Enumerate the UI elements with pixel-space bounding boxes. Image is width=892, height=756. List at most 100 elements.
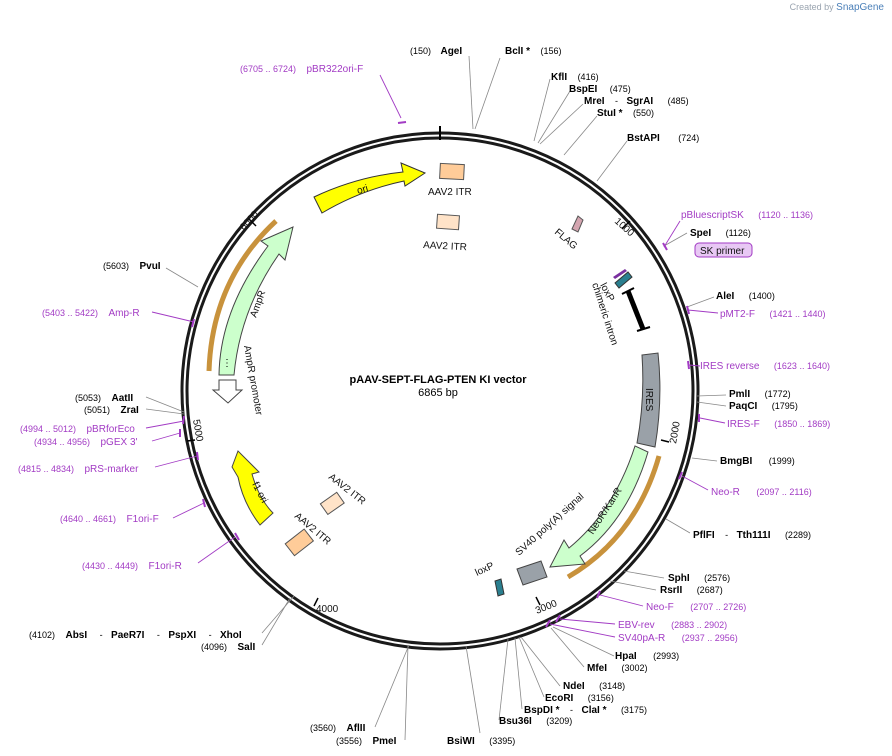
chimeric-intron-feature	[625, 290, 646, 330]
tick-mark-3000	[535, 596, 541, 606]
pmark-f1orif	[202, 498, 206, 508]
enz-bspdi: BspDI * - ClaI * (3175)	[524, 700, 647, 717]
leader-bspei	[537, 90, 571, 144]
enz-aatii: (5053) AatII	[75, 388, 133, 405]
enz-alei-pos: (1400)	[749, 291, 775, 301]
enz-pflfi-sep: -	[725, 530, 728, 540]
enz-rsrii-pos: (2687)	[697, 585, 723, 595]
primer-pmt2-pos: (1421 .. 1440)	[769, 309, 825, 319]
enz-absi-name: AbsI	[65, 630, 87, 641]
ampr-outline	[206, 219, 278, 372]
leader-mrei	[539, 103, 584, 145]
plasmid-length: 6865 bp	[418, 387, 458, 399]
leader-bstapi	[596, 140, 628, 182]
enz-sali-name: SalI	[237, 642, 255, 653]
ampr-feature	[218, 226, 294, 376]
tick-label-4000: 4000	[316, 604, 339, 615]
enz-bcli-pos: (156)	[540, 46, 561, 56]
enz-pmei: (3556) PmeI	[336, 731, 397, 748]
enz-absi-pos: (4102)	[29, 630, 55, 640]
intron-cap-top	[621, 287, 635, 295]
enz-zrai: (5051) ZraI	[84, 400, 139, 417]
primer-pbluescriptsk-name: pBluescriptSK	[681, 210, 744, 221]
enz-absi-name3: PspXI	[168, 630, 196, 641]
pleader-pgex3	[151, 432, 181, 442]
enz-aflii: (3560) AflII	[310, 718, 366, 735]
primer-neof-pos: (2707 .. 2726)	[690, 602, 746, 612]
primer-prsmarker: (4815 .. 4834) pRS-marker	[18, 459, 139, 476]
enz-absi-sep3: -	[209, 630, 212, 640]
enz-stui: StuI * (550)	[597, 103, 654, 120]
enz-paqci-pos: (1795)	[772, 401, 798, 411]
enz-rsrii: RsrII (2687)	[660, 580, 723, 597]
enz-pmei-name: PmeI	[372, 736, 396, 747]
primer-f1orir-pos: (4430 .. 4449)	[82, 561, 138, 571]
pleader-pbrforeco	[145, 420, 185, 429]
ires-label: IRES	[643, 388, 654, 412]
primer-iresf-name: IRES-F	[727, 419, 760, 430]
primer-f1orif: (4640 .. 4661) F1ori-F	[60, 509, 159, 526]
enz-bsiwi-name: BsiWI	[447, 736, 475, 747]
primer-pbrforeco-name: pBRforEco	[87, 424, 136, 435]
primer-pbr322ori-name: pBR322ori-F	[307, 64, 364, 75]
enz-aatii-pos: (5053)	[75, 393, 101, 403]
enz-alei: AleI (1400)	[716, 286, 775, 303]
enz-ndei: NdeI (3148)	[563, 676, 625, 693]
enz-pflfi-pos: (2289)	[785, 530, 811, 540]
enz-mrei-name: MreI	[584, 96, 605, 107]
pleader-pbr322ori	[379, 74, 402, 119]
pleader-pmt2	[687, 309, 719, 314]
leader-ndei	[520, 636, 561, 687]
enz-absi-sep2: -	[157, 630, 160, 640]
enz-agei-name: AgeI	[440, 46, 462, 57]
enz-absi-name4: XhoI	[220, 630, 242, 641]
enz-alei-name: AleI	[716, 291, 735, 302]
primer-pgex3: (4934 .. 4956) pGEX 3'	[34, 432, 138, 449]
aav2-itr-box-4	[284, 528, 315, 557]
enz-paqci-name: PaqCI	[729, 401, 758, 412]
enz-aflii-pos: (3560)	[310, 723, 336, 733]
aav2-itr-label-2: AAV2 ITR	[423, 240, 467, 253]
primer-leader-lines	[145, 74, 726, 638]
tick-mark-1000	[621, 220, 631, 230]
enz-hpai-name: HpaI	[615, 651, 637, 662]
enz-absi-name2: PaeR7I	[111, 630, 145, 641]
enz-spei-name: SpeI	[690, 228, 711, 239]
tick-label-5000: 5000	[190, 419, 205, 443]
enz-agei: (150) AgeI	[410, 41, 462, 58]
pmark-neor	[678, 471, 683, 480]
leader-aatii	[145, 396, 185, 413]
ampr-promoter-feature	[211, 379, 244, 404]
tick-mark-5000	[186, 439, 196, 442]
leader-hpai	[552, 626, 615, 657]
pmark-pbrforeco	[182, 415, 185, 425]
leader-stui	[563, 115, 598, 156]
primer-neor-pos: (2097 .. 2116)	[756, 487, 811, 497]
intron-cap-bottom	[636, 326, 651, 332]
plasmid-name: pAAV-SEPT-FLAG-PTEN KI vector	[349, 374, 527, 386]
ampr-promoter-ellipsis: ⋮	[222, 358, 232, 369]
enz-pmli: PmlI (1772)	[729, 384, 791, 401]
primer-pbluescriptsk: pBluescriptSK (1120 .. 1136)	[681, 205, 813, 222]
leader-paqci	[696, 401, 727, 407]
primer-iresf: IRES-F (1850 .. 1869)	[727, 414, 830, 431]
enz-hpai: HpaI (2993)	[615, 646, 679, 663]
enz-mrei: MreI - SgrAI (485)	[584, 91, 689, 108]
primer-ebvrev-name: EBV-rev	[618, 620, 655, 631]
neor-feature	[549, 445, 649, 568]
primer-ampr: (5403 .. 5422) Amp-R	[42, 303, 140, 320]
enz-pmei-pos: (3556)	[336, 736, 362, 746]
pmark-prsmarker	[196, 451, 199, 461]
primer-ebvrev: EBV-rev (2883 .. 2902)	[618, 615, 727, 632]
enz-sphi-name: SphI	[668, 573, 690, 584]
primer-markers	[179, 121, 700, 628]
tick-mark-4000	[313, 597, 319, 607]
primer-neof: Neo-F (2707 .. 2726)	[646, 597, 746, 614]
enz-ndei-pos: (3148)	[599, 681, 625, 691]
enz-mrei-name2: SgrAI	[626, 96, 653, 107]
enz-bsiwi: BsiWI (3395)	[447, 731, 515, 748]
enz-bsu36i: Bsu36I (3209)	[499, 711, 572, 728]
primer-pbr322ori-pos: (6705 .. 6724)	[240, 64, 296, 74]
enz-kfli: KflI (416)	[551, 67, 599, 84]
leader-sali	[261, 597, 291, 646]
